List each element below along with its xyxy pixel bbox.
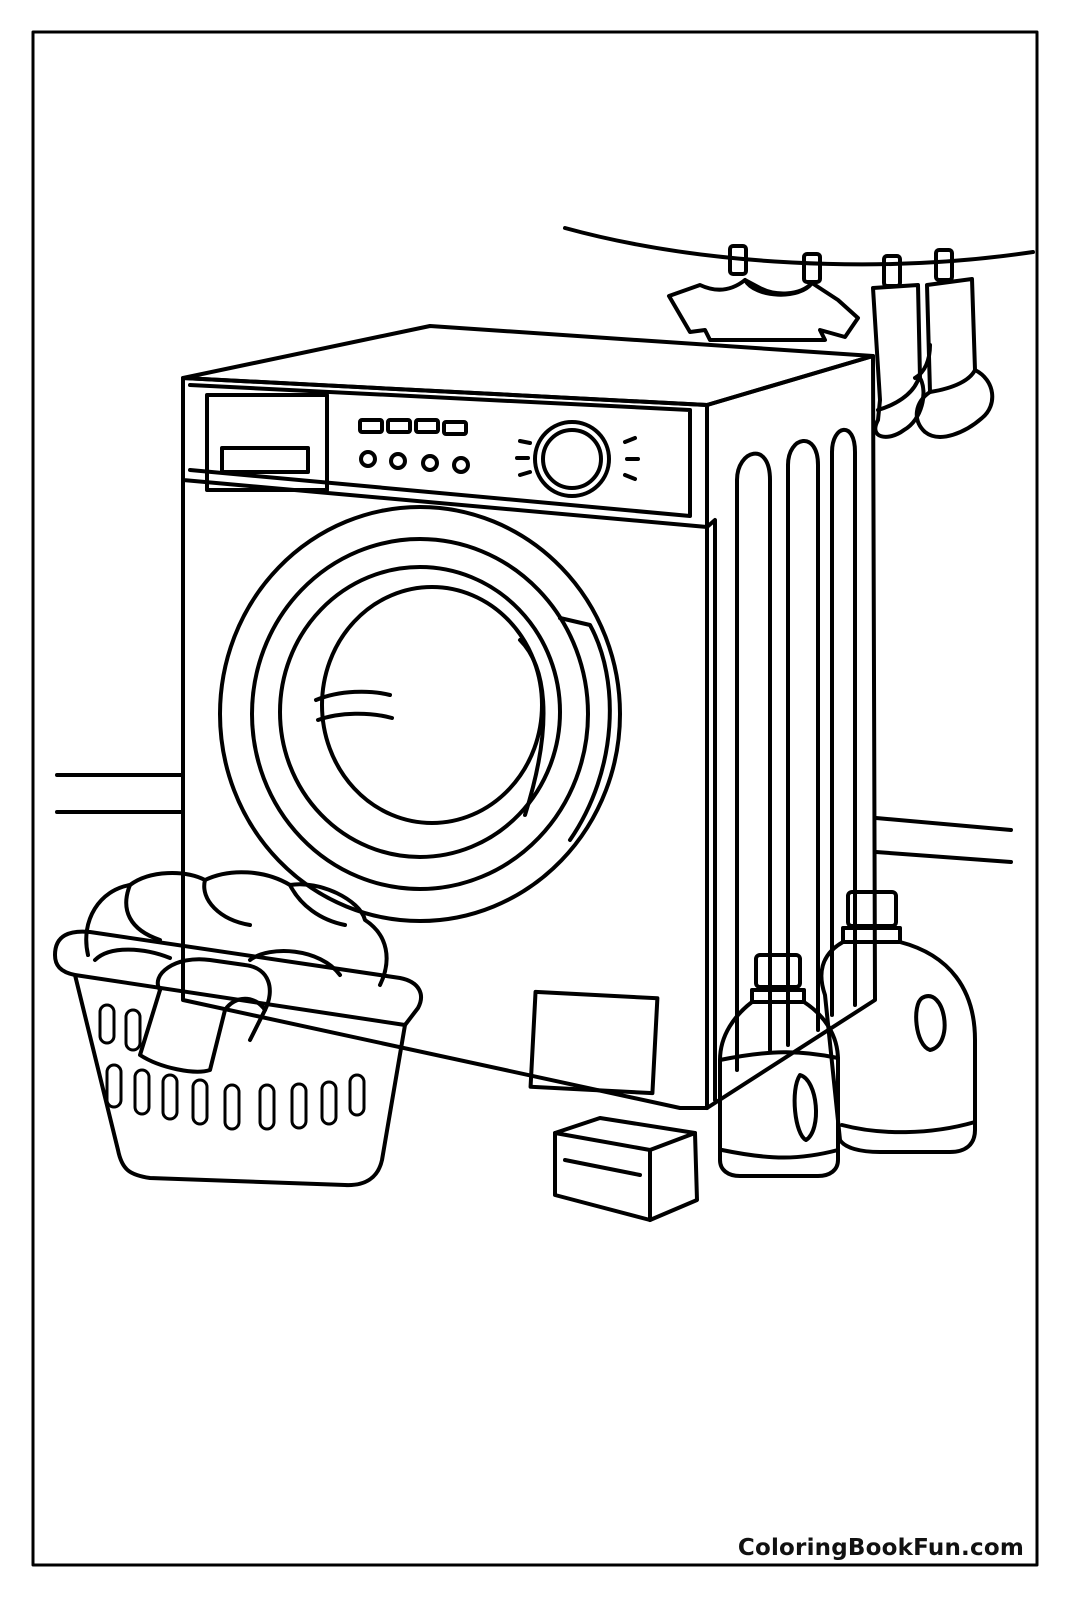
laundry-basket <box>53 870 423 1188</box>
laundry-clothes <box>84 870 389 1074</box>
page-border <box>31 30 1039 1567</box>
detergent-bottle-small <box>718 953 840 1178</box>
baseboard <box>55 773 1013 864</box>
display-panel <box>205 393 329 492</box>
t-shirt-icon <box>667 278 860 342</box>
sock-icon <box>871 277 995 439</box>
basket-slots <box>98 1003 366 1131</box>
program-buttons <box>358 418 470 474</box>
filter-door <box>528 989 660 1096</box>
porthole-door <box>218 505 622 923</box>
watermark-text: ColoringBookFun.com <box>737 1535 1024 1561</box>
detergent-bottle-large <box>819 890 977 1154</box>
dial-knob-icon <box>515 420 640 498</box>
clothesline <box>563 226 1035 267</box>
soap-box <box>553 1116 699 1222</box>
washing-machine <box>181 324 877 1110</box>
display-screen <box>220 446 310 474</box>
